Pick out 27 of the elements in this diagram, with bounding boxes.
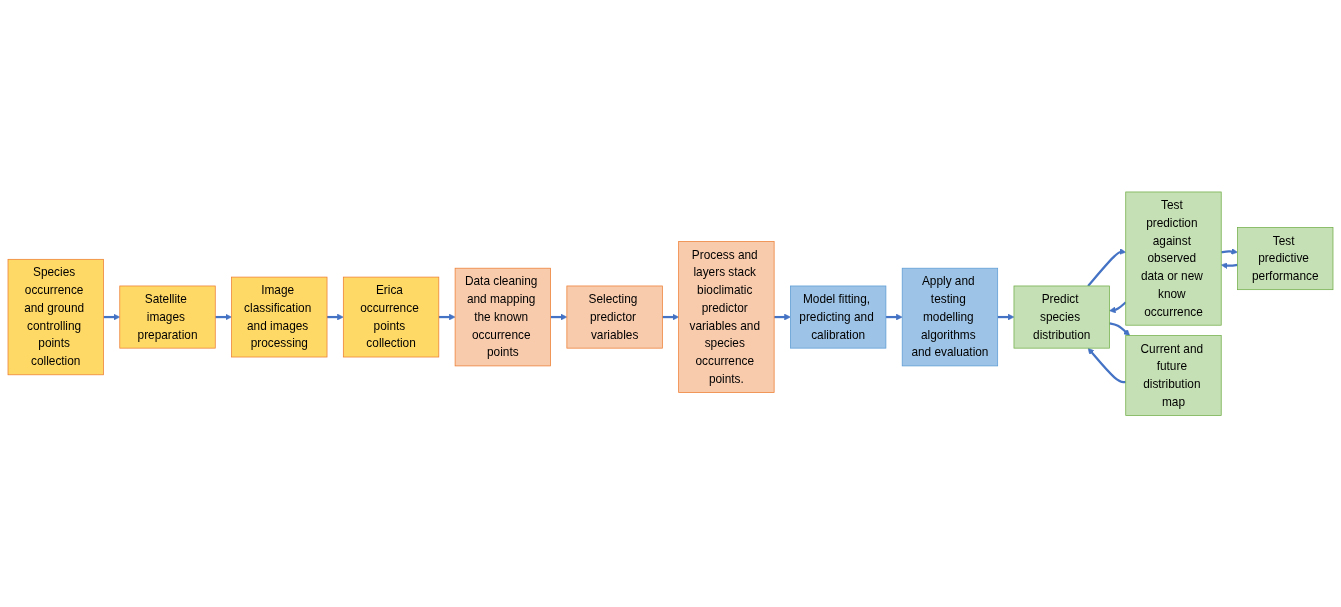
node-box: Model fitting, predicting and calibration — [790, 285, 887, 349]
node-box: Selecting predictor variables — [566, 285, 663, 349]
arrow — [1221, 248, 1238, 255]
arrow — [1087, 248, 1127, 287]
arrow — [1220, 262, 1238, 269]
node-box: Process and layers stack bioclimatic predictor variables and species occurrence points. — [678, 240, 775, 393]
arrow — [550, 313, 568, 321]
arrow — [997, 313, 1015, 321]
node-box: Species occurrence and ground controlling points collection — [7, 258, 104, 375]
node-box: Apply and testing modelling algorithms and evaluation — [901, 267, 999, 367]
node-box: Satellite images preparation — [119, 285, 216, 349]
node-box: Test prediction against observed data or new know occurrence — [1125, 191, 1222, 326]
node-box: Data cleaning and mapping the known occurrence points — [454, 267, 551, 367]
arrow — [1087, 347, 1126, 383]
arrow — [103, 313, 121, 321]
node-box: Current and future distribution map — [1125, 334, 1222, 416]
arrow — [662, 313, 679, 321]
arrow — [215, 313, 232, 321]
node-box: Test predictive performance — [1237, 226, 1334, 290]
arrow — [885, 313, 903, 321]
arrow — [1109, 301, 1127, 313]
node-box: Predict species distribution — [1013, 285, 1110, 349]
arrow — [438, 313, 456, 321]
arrow — [1109, 322, 1131, 336]
node-box: Image classification and images processing — [231, 276, 328, 358]
node-box: Erica occurrence points collection — [342, 276, 440, 358]
arrow — [774, 313, 791, 321]
